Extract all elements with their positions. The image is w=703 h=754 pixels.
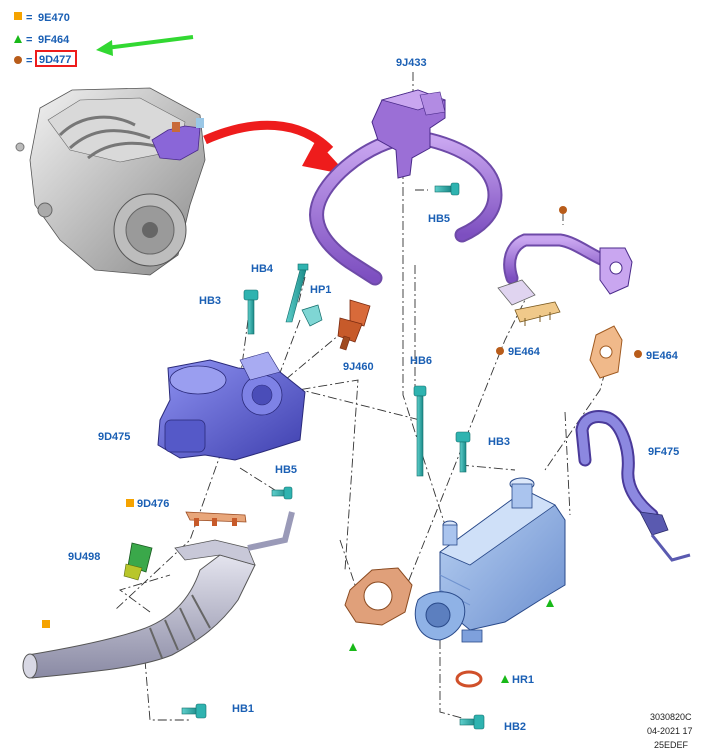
plug-HP1 (301, 304, 323, 327)
egr-tube-9J433 (309, 89, 503, 286)
legend-eq-3: = (26, 55, 32, 67)
egr-pipe-9F475 (575, 410, 691, 562)
legend-code-9D477: 9D477 (39, 54, 71, 66)
bolt-HB3-left (243, 289, 259, 335)
sensor-9U498 (123, 542, 153, 581)
green-triangle-marker-icon (546, 599, 554, 607)
orange-square-marker-icon (14, 12, 22, 20)
label-HB5-mid: HB5 (275, 464, 297, 476)
label-9J433: 9J433 (396, 57, 427, 69)
gasket-cooler-flange (344, 567, 413, 626)
footer-line-1: 3030820C (650, 712, 692, 722)
legend-code-9F464: 9F464 (38, 34, 70, 46)
footer-line-3: 25EDEF (654, 740, 689, 750)
bolt-HB3-right (455, 431, 471, 473)
green-triangle-marker-icon (349, 643, 357, 651)
label-9U498: 9U498 (68, 551, 100, 563)
label-HB2: HB2 (504, 721, 526, 733)
green-arrow-icon (96, 35, 194, 56)
legend-eq-2: = (26, 34, 32, 46)
footer-line-2: 04-2021 17 (647, 726, 693, 736)
label-HB6: HB6 (410, 355, 432, 367)
label-9D475: 9D475 (98, 431, 130, 443)
orange-square-marker-icon (126, 499, 134, 507)
label-HB4: HB4 (251, 263, 274, 275)
label-9F475: 9F475 (648, 446, 679, 458)
gasket-9E464-left (514, 301, 561, 326)
o-ring-HR1 (455, 670, 483, 688)
label-HB3-right: HB3 (488, 436, 510, 448)
orange-square-marker-icon (42, 620, 50, 628)
egr-valve-9D475 (157, 351, 306, 461)
sensor-9J460 (337, 299, 371, 351)
label-9E464-left: 9E464 (508, 346, 541, 358)
brown-circle-marker-icon (14, 56, 22, 64)
intake-tube (22, 511, 295, 679)
bolt-HB4 (285, 263, 309, 323)
label-HR1: HR1 (512, 674, 534, 686)
bolt-HB2 (459, 714, 485, 730)
engine-overview-image (15, 87, 206, 276)
label-HB1: HB1 (232, 703, 254, 715)
egr-pipe-9D477 (497, 233, 633, 306)
label-HP1: HP1 (310, 284, 331, 296)
label-HB5-top: HB5 (428, 213, 450, 225)
egr-cooler (414, 477, 566, 643)
leader-lines (114, 72, 606, 721)
green-triangle-marker-icon (14, 35, 22, 43)
label-9J460: 9J460 (343, 361, 374, 373)
brown-circle-marker-icon (634, 350, 642, 358)
bolt-HB6 (413, 385, 427, 477)
gasket-9E464-right (589, 325, 623, 379)
label-HB3-left: HB3 (199, 295, 221, 307)
legend-code-9E470: 9E470 (38, 12, 70, 24)
legend: = 9E470 = 9F464 = 9D477 (14, 12, 77, 67)
red-arrow-icon (203, 120, 348, 175)
label-9E464-right: 9E464 (646, 350, 679, 362)
bolt-HB5-mid (271, 486, 293, 500)
gasket-9D476 (185, 511, 247, 526)
legend-eq-1: = (26, 12, 32, 24)
highlight-box (35, 50, 77, 67)
label-9D476: 9D476 (137, 498, 169, 510)
bolt-HB5-top (434, 182, 460, 196)
bolt-HB1 (181, 703, 207, 719)
green-triangle-marker-icon (501, 675, 509, 683)
brown-circle-marker-icon (496, 347, 504, 355)
brown-circle-marker-icon (559, 206, 567, 214)
